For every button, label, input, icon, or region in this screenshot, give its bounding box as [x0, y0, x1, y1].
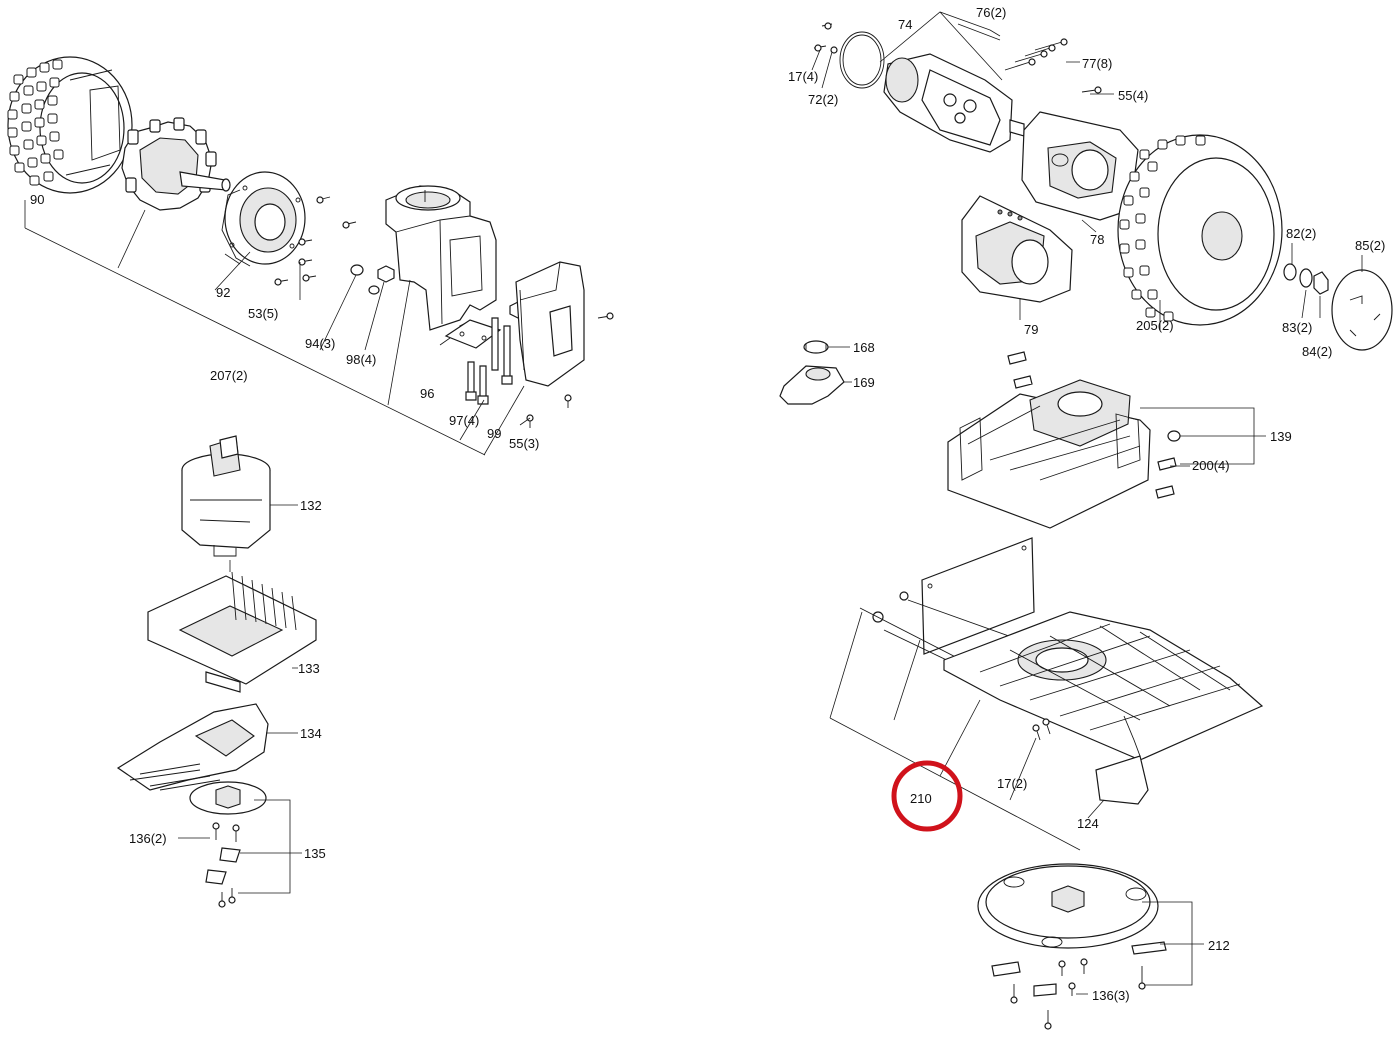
bracket-124-part: [1095, 715, 1149, 805]
label-53: 53(5): [248, 306, 278, 321]
label-82: 82(2): [1286, 226, 1316, 241]
motor-housing-part: [385, 185, 497, 331]
label-133: 133: [298, 661, 320, 676]
label-72: 72(2): [808, 92, 838, 107]
label-74: 74: [898, 17, 912, 32]
label-99: 99: [487, 426, 501, 441]
label-205: 205(2): [1136, 318, 1174, 333]
leaders-left-bottom: [178, 504, 302, 894]
gear-motor-76-part: [883, 53, 1025, 153]
screws-17b-part: [1032, 718, 1051, 741]
label-210: 210: [910, 791, 932, 806]
label-83: 83(2): [1282, 320, 1312, 335]
label-136b: 136(3): [1092, 988, 1130, 1003]
label-17b: 17(2): [997, 776, 1027, 791]
bolts-77-part: [1004, 38, 1102, 94]
label-17a: 17(4): [788, 69, 818, 84]
motor-cap-79-part: [961, 195, 1073, 303]
drive-hub-169-part: [779, 365, 845, 405]
label-94: 94(3): [305, 336, 335, 351]
label-207: 207(2): [210, 368, 248, 383]
pcb-plate-part: [921, 537, 1035, 655]
wheel-left-part: [7, 56, 133, 194]
label-97: 97(4): [449, 413, 479, 428]
seal-ring-74-part: [839, 31, 885, 89]
label-79: 79: [1024, 322, 1038, 337]
label-212: 212: [1208, 938, 1230, 953]
label-136a: 136(2): [129, 831, 167, 846]
base-plate-124-part: [943, 611, 1264, 761]
label-55b: 55(4): [1118, 88, 1148, 103]
screws-53-part: [274, 196, 357, 286]
label-168: 168: [853, 340, 875, 355]
blade-motor-132-part: [181, 435, 271, 557]
label-139: 139: [1270, 429, 1292, 444]
label-77: 77(8): [1082, 56, 1112, 71]
label-134: 134: [300, 726, 322, 741]
screws-200-part: [1007, 351, 1181, 499]
label-200: 200(4): [1192, 458, 1230, 473]
motor-mount-133-part: [147, 571, 317, 693]
label-98: 98(4): [346, 352, 376, 367]
coupling-168-part: [803, 340, 829, 354]
part-labels: 90 92 53(5) 207(2) 94(3) 98(4) 96 97(4) …: [30, 5, 1385, 1003]
label-132: 132: [300, 498, 322, 513]
highlight-circle: [891, 760, 963, 832]
wheel-right-205-part: [1117, 134, 1283, 326]
leaders-right-mid: [828, 346, 1266, 467]
label-135: 135: [304, 846, 326, 861]
bolts-97-part: [465, 317, 513, 405]
gearbox-hub-part: [121, 117, 231, 211]
label-96: 96: [420, 386, 434, 401]
blade-disc-212-part: [977, 863, 1167, 1030]
motor-flange-part: [221, 171, 306, 267]
label-124: 124: [1077, 816, 1099, 831]
label-85: 85(2): [1355, 238, 1385, 253]
blade-disc-135-part: [189, 781, 267, 908]
label-55a: 55(3): [509, 436, 539, 451]
leaders-right-bottom: [829, 611, 1204, 995]
leaders-right-top: [811, 11, 1363, 330]
chassis-139-part: [947, 379, 1151, 529]
leaders-left-top: [24, 200, 531, 456]
gear-cover-78-part: [1021, 111, 1139, 221]
hub-cap-85-part: [1331, 269, 1393, 351]
blade-guard-134-part: [116, 703, 269, 791]
hub-parts-82-84-part: [1283, 263, 1329, 295]
label-169: 169: [853, 375, 875, 390]
label-90: 90: [30, 192, 44, 207]
motor-cover-99-part: [515, 261, 614, 428]
label-84: 84(2): [1302, 344, 1332, 359]
label-92: 92: [216, 285, 230, 300]
screws-17-72-part: [813, 22, 838, 54]
mount-plate-96-part: [444, 319, 502, 349]
label-76: 76(2): [976, 5, 1006, 20]
label-78: 78: [1090, 232, 1104, 247]
